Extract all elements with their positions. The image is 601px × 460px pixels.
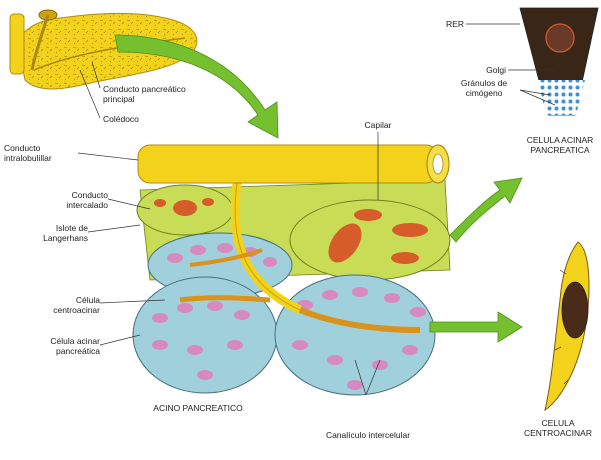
label-golgi: Golgi bbox=[486, 65, 506, 75]
label-conducto-principal-2: principal bbox=[103, 94, 135, 104]
label-intralobulillar-2: intralobulillar bbox=[4, 153, 52, 163]
label-islote-2: Langerhans bbox=[43, 233, 88, 243]
label-granulos-1: Gránulos de bbox=[461, 78, 508, 88]
label-coledoco: Colédoco bbox=[103, 114, 139, 124]
arrow-to-centroacinar-cell bbox=[430, 312, 522, 342]
label-capilar: Capilar bbox=[365, 120, 392, 130]
label-celula-centroacinar-title-2: CENTROACINAR bbox=[524, 428, 592, 438]
label-celula-acinar-title-2: PANCREATICA bbox=[530, 145, 590, 155]
acinus-block bbox=[133, 175, 450, 395]
label-celula-acinar-title-1: CELULA ACINAR bbox=[527, 135, 594, 145]
label-intercalado-2: intercalado bbox=[66, 200, 108, 210]
label-intralobulillar-1: Conducto bbox=[4, 143, 41, 153]
label-conducto-principal-1: Conducto pancreático bbox=[103, 84, 186, 94]
label-celula-centroacinar-title-1: CELULA bbox=[541, 418, 574, 428]
arrow-to-acinar-cell bbox=[450, 178, 522, 242]
label-intercalado-1: Conducto bbox=[72, 190, 109, 200]
label-acinar-1: Célula acinar bbox=[50, 336, 100, 346]
label-acinar-2: pancreática bbox=[56, 346, 100, 356]
label-centroacinar-1: Célula bbox=[76, 295, 100, 305]
label-rer: RER bbox=[446, 19, 464, 29]
label-granulos-2: cimógeno bbox=[466, 88, 503, 98]
label-canaliculo: Canalículo intercelular bbox=[326, 430, 410, 440]
label-islote-1: Islote de bbox=[56, 223, 88, 233]
intralobular-duct bbox=[138, 145, 449, 183]
acinar-cell bbox=[520, 8, 598, 115]
duodenum-stub bbox=[10, 14, 24, 74]
label-centroacinar-2: centroacinar bbox=[53, 305, 100, 315]
centroacinar-cell bbox=[545, 242, 589, 410]
label-acino-pancreatico: ACINO PANCREATICO bbox=[153, 403, 243, 413]
